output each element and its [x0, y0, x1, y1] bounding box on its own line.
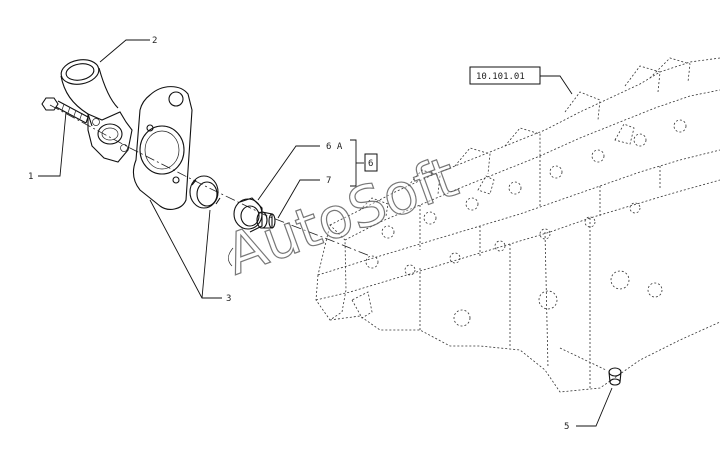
- water-outlet-elbow-part: [60, 59, 133, 163]
- assembly-axis-line: [49, 104, 371, 257]
- callout-3: 3: [226, 294, 231, 304]
- gasket-plate-part: [132, 86, 193, 210]
- seal-ring-part: [189, 175, 221, 209]
- section-reference-box: 10.101.01: [469, 66, 541, 85]
- cylinder-head-illustration: [315, 57, 720, 393]
- callout-7: 7: [326, 176, 331, 186]
- section-reference-label: 10.101.01: [476, 72, 525, 82]
- thermostat-part: [233, 197, 276, 233]
- leader-lines: [38, 39, 613, 427]
- callout-2: 2: [152, 36, 157, 46]
- group-reference-box: 6: [364, 153, 378, 172]
- callout-5: 5: [564, 422, 569, 432]
- group-reference-label: 6: [368, 159, 373, 169]
- bolt-part: [41, 97, 89, 124]
- watermark-text: AutoSoft: [218, 145, 466, 288]
- callout-1: 1: [28, 172, 33, 182]
- callout-6a: 6 A: [326, 142, 343, 152]
- plug-part: [559, 347, 622, 386]
